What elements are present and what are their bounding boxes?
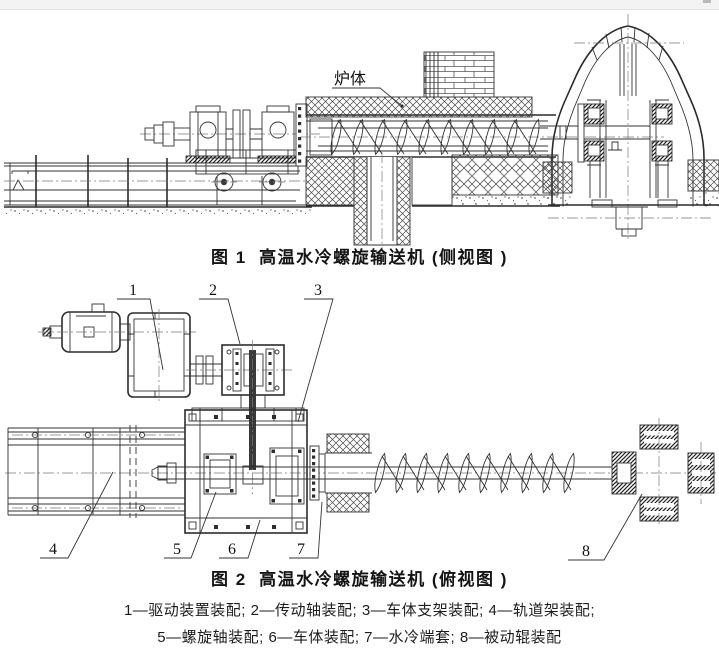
legend-line-2: 5—螺旋轴装配; 6—车体装配; 7—水冷端套; 8—被动辊装配	[157, 629, 562, 646]
end-bearing	[611, 451, 637, 495]
furnace-wall	[305, 51, 533, 118]
part-label-7: 7	[297, 541, 305, 558]
gear-reducer	[127, 309, 191, 401]
part-label-1: 1	[129, 282, 137, 299]
transmission-shaft	[186, 355, 292, 385]
driven-rollers	[639, 418, 715, 527]
part-callout-6: 6	[219, 519, 261, 559]
part-callout-7: 7	[289, 501, 323, 559]
track-frame	[4, 155, 312, 214]
part-label-3: 3	[314, 282, 322, 299]
furnace-tower	[540, 14, 719, 242]
scan-edge-strip	[0, 0, 719, 10]
tower-roller-blocks	[583, 99, 673, 198]
part-callout-8: 8	[568, 493, 643, 561]
top-view-drawing: 1 2 3 4 5 6 7 8	[5, 282, 716, 561]
water-cooled-sleeve-flange	[309, 445, 326, 501]
part-label-5: 5	[173, 541, 181, 558]
scan-corner-mark	[703, 0, 711, 3]
figure1-caption: 图 1 高温水冷螺旋输送机 (侧视图 )	[211, 248, 508, 267]
legend-line-1: 1—驱动装置装配; 2—传动轴装配; 3—车体支架装配; 4—轨道架装配;	[123, 602, 596, 619]
rail-frame	[7, 425, 185, 518]
side-view-drawing: 炉体	[4, 14, 719, 249]
furnace-wall-plan	[325, 433, 372, 513]
part-label-4: 4	[49, 541, 57, 558]
part-callout-2: 2	[199, 282, 241, 345]
part-label-8: 8	[582, 543, 590, 560]
part-callout-5: 5	[164, 491, 217, 559]
part-callout-1: 1	[117, 282, 164, 371]
figure2-caption: 图 2 高温水冷螺旋输送机 (俯视图 )	[211, 570, 508, 589]
part-callout-3: 3	[297, 282, 334, 423]
part-label-6: 6	[228, 541, 236, 558]
furnace-body-label: 炉体	[334, 70, 366, 88]
screw-conveyor-tube	[300, 114, 664, 158]
part-callout-4: 4	[40, 471, 114, 559]
motor	[38, 303, 196, 353]
furnace-body-callout: 炉体	[332, 70, 404, 108]
carriage-body	[184, 409, 308, 534]
parts-legend: 1—驱动装置装配; 2—传动轴装配; 3—车体支架装配; 4—轨道架装配; 5—…	[0, 597, 719, 651]
furnace-base-and-chute	[305, 152, 560, 249]
part-label-2: 2	[209, 282, 217, 299]
screw-shaft	[158, 452, 612, 494]
drive-shaft-assembly	[140, 103, 320, 167]
